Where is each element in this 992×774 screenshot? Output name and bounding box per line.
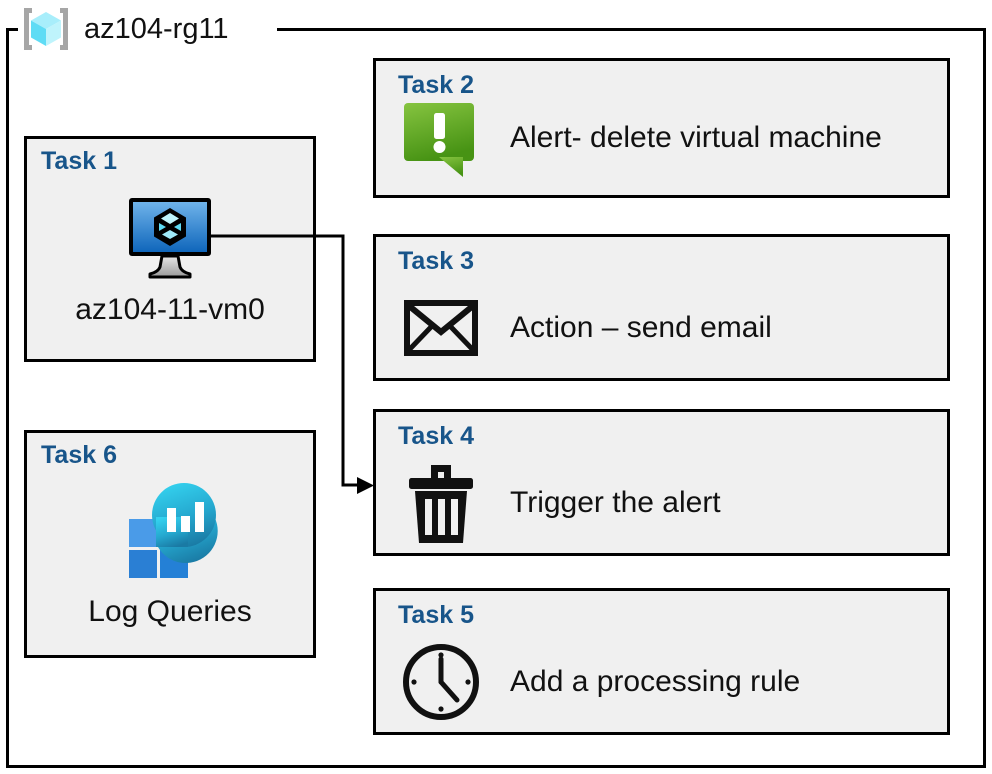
task-6-box[interactable]: Task 6 <box>24 430 316 658</box>
task-2-caption: Alert- delete virtual machine <box>510 121 882 154</box>
clock-icon <box>398 642 484 722</box>
log-analytics-icon <box>118 475 222 579</box>
task-1-label: Task 1 <box>41 147 117 175</box>
task-5-box[interactable]: Task 5 Add a processing rule <box>373 588 950 735</box>
task-3-box[interactable]: Task 3 Action – send email <box>373 234 950 381</box>
task-6-caption: Log Queries <box>88 595 252 628</box>
resource-group-header: az104-rg11 <box>18 2 235 56</box>
task-1-box[interactable]: Task 1 <box>24 136 316 362</box>
virtual-machine-icon <box>124 191 216 283</box>
task-4-label: Task 4 <box>398 422 474 450</box>
task-4-caption: Trigger the alert <box>510 485 721 519</box>
resource-group-border-top-left <box>6 28 24 31</box>
task-5-label: Task 5 <box>398 601 474 629</box>
task-5-caption: Add a processing rule <box>510 664 801 698</box>
resource-group-container <box>6 29 986 768</box>
task-2-box[interactable]: Task 2 Alert- delete virtual machin <box>373 58 950 198</box>
resource-group-title: az104-rg11 <box>84 12 229 45</box>
alert-exclamation-bubble-icon <box>398 99 484 179</box>
task-3-label: Task 3 <box>398 247 474 275</box>
task-4-box[interactable]: Task 4 Trigger the alert <box>373 409 950 556</box>
task-6-label: Task 6 <box>41 441 117 469</box>
trash-can-icon <box>398 461 484 545</box>
task-3-caption: Action – send email <box>510 310 772 344</box>
envelope-icon <box>398 299 484 357</box>
resource-group-cube-icon <box>18 4 74 54</box>
task-2-label: Task 2 <box>398 71 474 99</box>
resource-group-border-top-right <box>277 28 986 31</box>
task-1-caption: az104-11-vm0 <box>75 293 265 326</box>
